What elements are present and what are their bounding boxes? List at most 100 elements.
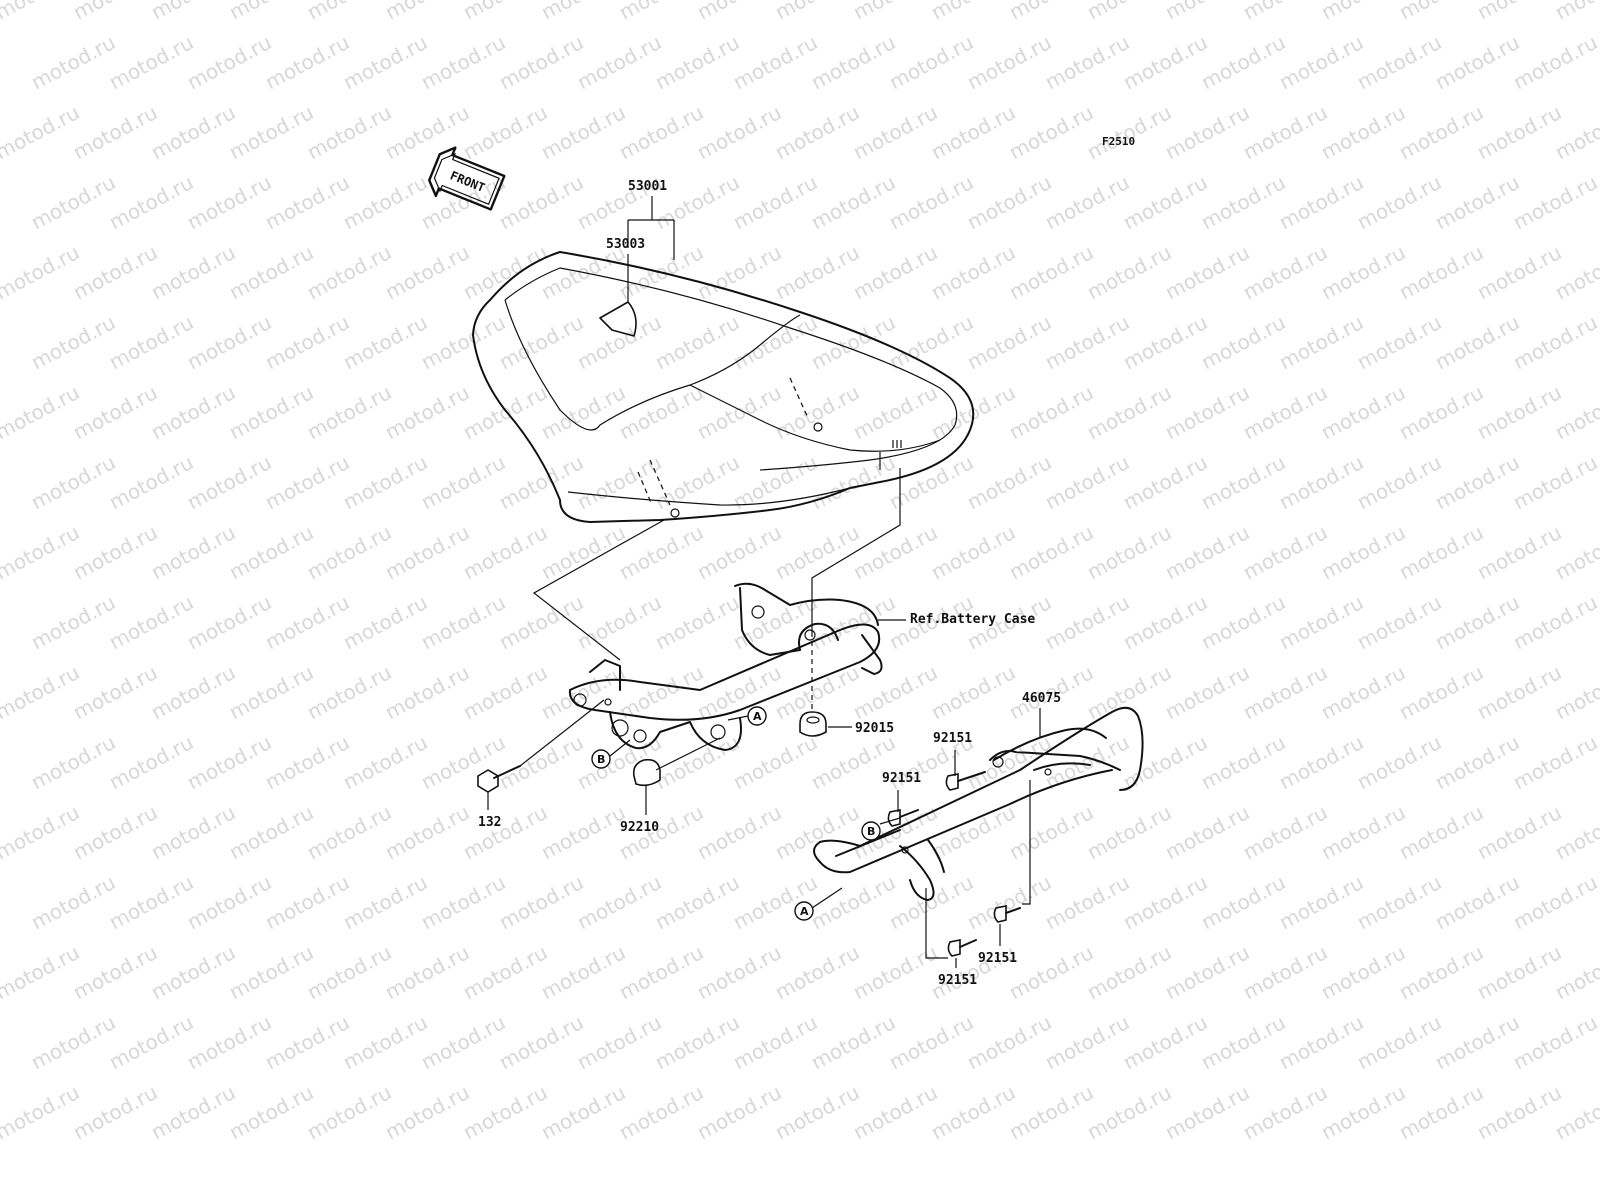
watermark-text: motod.ru — [729, 1010, 821, 1074]
watermark-text: motod.ru — [1509, 870, 1600, 934]
watermark-text: motod.ru — [1509, 730, 1600, 794]
marker-b-bracket: B — [591, 739, 631, 769]
watermark-text: motod.ru — [1161, 940, 1253, 1004]
watermark-text: motod.ru — [807, 30, 899, 94]
watermark-text: motod.ru — [1473, 100, 1565, 164]
watermark-text: motod.ru — [1473, 520, 1565, 584]
watermark-text: motod.ru — [147, 100, 239, 164]
watermark-text: motod.ru — [771, 380, 863, 444]
watermark-text: motod.ru — [1197, 1010, 1289, 1074]
watermark-text: motod.ru — [693, 240, 785, 304]
watermark-text: motod.ru — [0, 100, 83, 164]
watermark-text: motod.ru — [225, 660, 317, 724]
watermark-text: motod.ru — [1119, 450, 1211, 514]
watermark-text: motod.ru — [105, 170, 197, 234]
watermark-text: motod.ru — [573, 870, 665, 934]
watermark-text: motod.ru — [1239, 660, 1331, 724]
label-92151-lower-right: 92151 — [978, 951, 1017, 966]
watermark-text: motod.ru — [303, 240, 395, 304]
watermark-text: motod.ru — [1005, 800, 1097, 864]
watermark-text: motod.ru — [0, 660, 83, 724]
watermark-text: motod.ru — [339, 590, 431, 654]
watermark-text: motod.ru — [615, 100, 707, 164]
label-92151-upper: 92151 — [933, 731, 972, 746]
watermark-text: motod.ru — [1317, 100, 1409, 164]
watermark-text: motod.ru — [1353, 590, 1445, 654]
watermark-text: motod.ru — [573, 590, 665, 654]
label-ref-battery-case: Ref.Battery Case — [910, 612, 1035, 627]
watermark-text: motod.ru — [27, 170, 119, 234]
watermark-text: motod.ru — [651, 730, 743, 794]
watermark-text: motod.ru — [615, 1080, 707, 1144]
watermark-text: motod.ru — [573, 450, 665, 514]
figure-code: F2510 — [1102, 135, 1135, 148]
watermark-text: motod.ru — [1473, 940, 1565, 1004]
watermark-text: motod.ru — [1395, 380, 1487, 444]
watermark-text: motod.ru — [183, 590, 275, 654]
watermark-text: motod.ru — [963, 310, 1055, 374]
watermark-text: motod.ru — [1197, 30, 1289, 94]
watermark-text: motod.ru — [807, 170, 899, 234]
watermark-text: motod.ru — [1353, 30, 1445, 94]
watermark-text: motod.ru — [225, 1080, 317, 1144]
watermark-text: motod.ru — [381, 660, 473, 724]
watermark-text: motod.ru — [225, 800, 317, 864]
watermark-text: motod.ru — [849, 240, 941, 304]
watermark-text: motod.ru — [303, 100, 395, 164]
watermark-text: motod.ru — [1005, 240, 1097, 304]
watermark-text: motod.ru — [651, 590, 743, 654]
watermark-text: motod.ru — [885, 1010, 977, 1074]
watermark-text: motod.ru — [1353, 310, 1445, 374]
watermark-text: motod.ru — [1431, 170, 1523, 234]
watermark-text: motod.ru — [807, 450, 899, 514]
watermark-text: motod.ru — [651, 1010, 743, 1074]
nut-92015 — [799, 711, 852, 737]
watermark-text: motod.ru — [1431, 310, 1523, 374]
label-53003: 53003 — [606, 237, 645, 252]
watermark-text: motod.ru — [537, 660, 629, 724]
watermark-text: motod.ru — [69, 380, 161, 444]
watermark-text: motod.ru — [1239, 380, 1331, 444]
watermark-text: motod.ru — [0, 380, 83, 444]
watermark-text: motod.ru — [1161, 380, 1253, 444]
watermark-text: motod.ru — [339, 450, 431, 514]
watermark-text: motod.ru — [459, 1080, 551, 1144]
watermark-text: motod.ru — [537, 1080, 629, 1144]
watermark-text: motod.ru — [1509, 310, 1600, 374]
watermark-text: motod.ru — [849, 940, 941, 1004]
watermark-text: motod.ru — [1395, 520, 1487, 584]
seat-part — [472, 251, 975, 523]
watermark-text: motod.ru — [1431, 730, 1523, 794]
watermark-text: motod.ru — [105, 310, 197, 374]
watermark-text: motod.ru — [1197, 730, 1289, 794]
watermark-text: motod.ru — [183, 1010, 275, 1074]
watermark-text: motod.ru — [693, 380, 785, 444]
watermark-text: motod.ru — [1431, 590, 1523, 654]
watermark-text: motod.ru — [1119, 590, 1211, 654]
watermark-text: motod.ru — [693, 1080, 785, 1144]
watermark-text: motod.ru — [885, 870, 977, 934]
watermark-text: motod.ru — [1197, 870, 1289, 934]
watermark-text: motod.ru — [1161, 240, 1253, 304]
watermark-text: motod.ru — [0, 240, 83, 304]
watermark-text: motod.ru — [1473, 660, 1565, 724]
watermark-text: motod.ru — [651, 30, 743, 94]
watermark-text: motod.ru — [1275, 170, 1367, 234]
watermark-text: motod.ru — [261, 590, 353, 654]
label-92015: 92015 — [855, 721, 894, 736]
svg-text:B: B — [597, 753, 605, 766]
svg-text:B: B — [867, 825, 875, 838]
watermark-text: motod.ru — [339, 870, 431, 934]
watermark-text: motod.ru — [1395, 800, 1487, 864]
watermark-text: motod.ru — [1395, 1080, 1487, 1144]
watermark-text: motod.ru — [1005, 940, 1097, 1004]
watermark-text: motod.ru — [1161, 520, 1253, 584]
watermark-text: motod.ru — [1431, 870, 1523, 934]
watermark-text: motod.ru — [69, 1080, 161, 1144]
watermark-text: motod.ru — [27, 590, 119, 654]
watermark-text: motod.ru — [459, 380, 551, 444]
watermark-text: motod.ru — [303, 380, 395, 444]
watermark-text: motod.ru — [1239, 520, 1331, 584]
watermark-text: motod.ru — [27, 1010, 119, 1074]
watermark-text: motod.ru — [771, 100, 863, 164]
